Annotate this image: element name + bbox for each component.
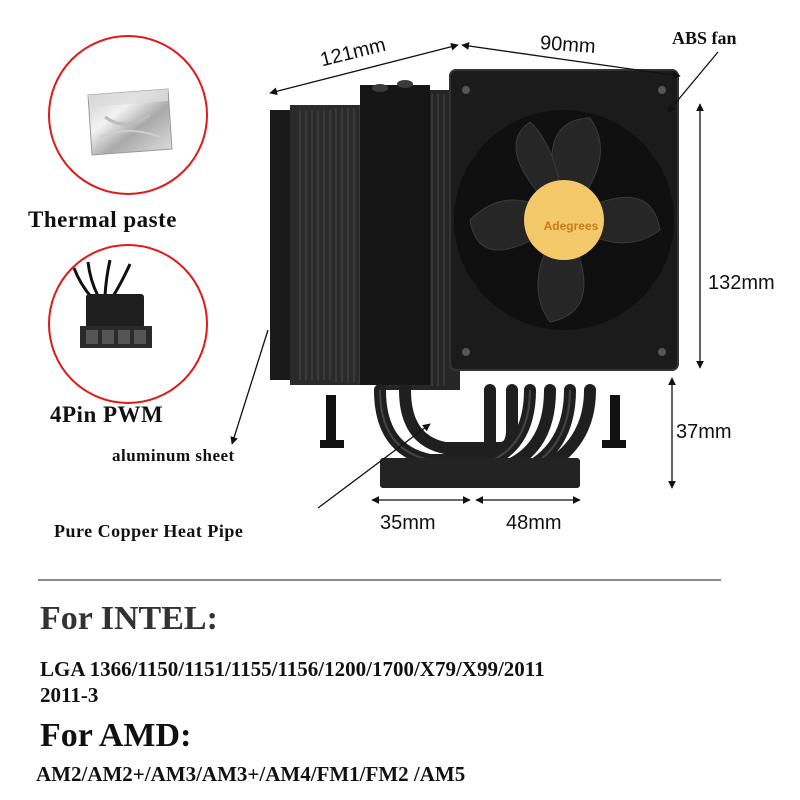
intel-sockets-line1: LGA 1366/1150/1151/1155/1156/1200/1700/X… — [40, 657, 545, 681]
pwm-label: 4Pin PWM — [50, 402, 164, 427]
front-fan — [449, 69, 679, 371]
dimension-fan-width: 90mm — [539, 32, 597, 58]
thermal-paste-sachet-icon — [87, 88, 173, 156]
middle-fan-frame — [360, 85, 430, 385]
dimension-base-height: 37mm — [676, 421, 732, 443]
fan-hub-brand: Adegrees — [543, 219, 599, 233]
pwm-connector-icon — [72, 259, 152, 348]
intel-sockets-line2: 2011-3 — [40, 683, 99, 707]
intel-heading: For INTEL: — [40, 600, 218, 637]
section-divider — [38, 579, 721, 581]
thermal-paste-circle — [48, 35, 208, 195]
cpu-cooler-illustration — [270, 69, 679, 488]
dimension-base-left: 35mm — [380, 512, 436, 534]
dimension-base-right: 48mm — [506, 512, 562, 534]
abs-fan-label: ABS fan — [672, 28, 737, 48]
amd-sockets: AM2/AM2+/AM3/AM3+/AM4/FM1/FM2 /AM5 — [36, 762, 466, 786]
dimension-height: 132mm — [708, 272, 775, 294]
heat-pipe-label: Pure Copper Heat Pipe — [54, 521, 244, 541]
thermal-paste-label: Thermal paste — [28, 207, 177, 232]
mounting-brackets — [320, 395, 626, 448]
amd-heading: For AMD: — [40, 717, 192, 754]
cooler-base — [380, 458, 580, 488]
aluminum-sheet-label: aluminum sheet — [112, 446, 235, 465]
pwm-connector-circle — [48, 244, 208, 404]
